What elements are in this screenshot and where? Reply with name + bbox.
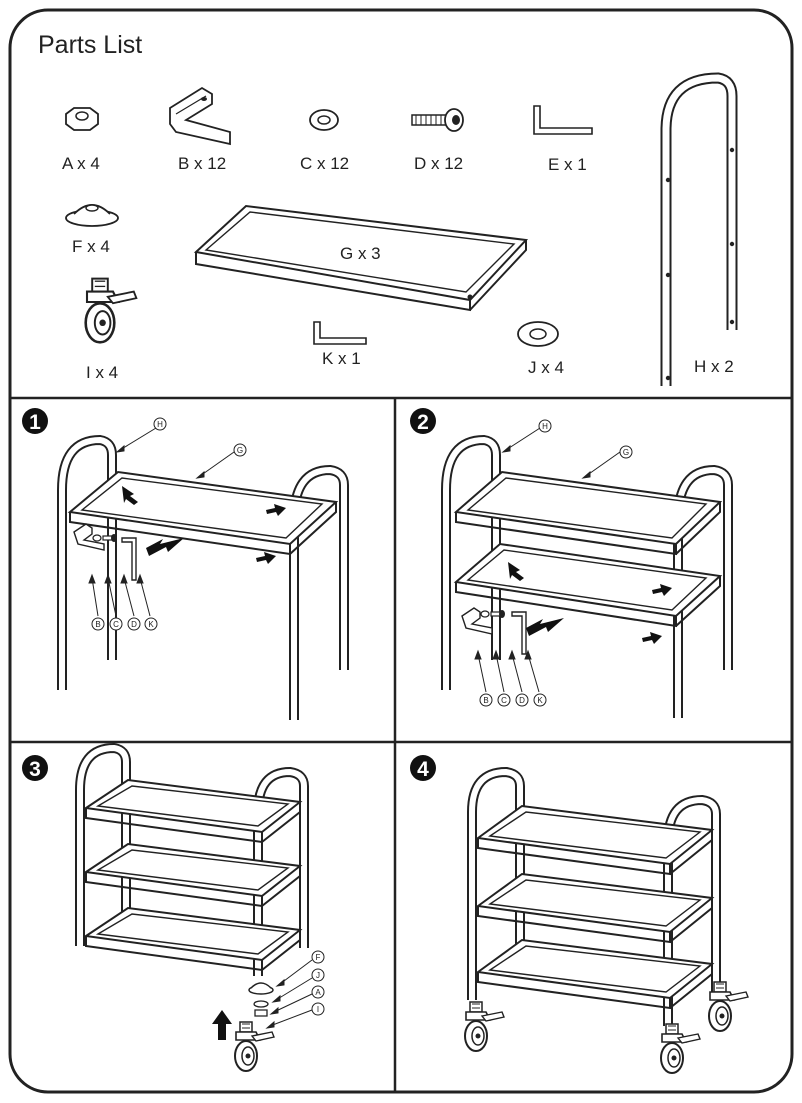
part-g-label: G x 3 [340,244,381,263]
part-c-label: C x 12 [300,154,349,173]
step-4-panel: 4 [410,755,749,1074]
step-4-number: 4 [417,758,429,781]
step-4-badge [410,755,436,781]
svg-text:I: I [317,1005,319,1014]
part-h-frame-icon [660,72,738,386]
step-3-cart-drawing [75,742,309,976]
part-k-hex-key-icon [313,321,367,345]
part-j-washer-icon [517,321,559,347]
step-2-callouts: H G B C D K [479,419,633,707]
part-e-label: E x 1 [548,155,587,174]
svg-text:C: C [113,620,119,629]
parts-list-title: Parts List [38,31,142,59]
svg-text:H: H [157,420,163,429]
part-e-hex-key-icon [533,105,593,135]
step-2-number: 2 [417,411,429,434]
step-2-panel: 2 [410,408,733,718]
step-1-frame-drawing [57,434,349,720]
svg-text:K: K [148,620,154,629]
step-1-badge [22,408,48,434]
step-3-panel: 3 [22,742,325,1072]
part-d-label: D x 12 [414,154,463,173]
step-2-badge [410,408,436,434]
step-3-up-arrow [212,1010,232,1040]
part-a-hex-nut-icon [65,107,99,131]
step-3-callouts: F J A I [311,950,325,1016]
svg-text:G: G [237,446,243,455]
part-c-washer-icon [309,109,339,131]
svg-text:A: A [315,988,321,997]
step-2-callout-lines [474,427,621,693]
step-1-callout-lines [88,427,235,617]
svg-text:D: D [131,620,137,629]
svg-text:C: C [501,696,507,705]
part-h-label: H x 2 [694,357,734,376]
step-1-callouts: H G B C D K [91,417,247,631]
svg-text:K: K [537,696,543,705]
part-b-bracket-icon [169,86,231,146]
svg-text:D: D [519,696,525,705]
svg-text:G: G [623,448,629,457]
part-d-bolt-icon [411,108,464,132]
step-4-cart-drawing [467,766,721,1026]
part-b-label: B x 12 [178,154,226,173]
step-3-callout-lines [265,959,313,1029]
svg-text:B: B [95,620,100,629]
svg-text:J: J [316,971,320,980]
step-1-panel: 1 [22,408,349,720]
step-1-number: 1 [29,411,41,434]
part-g-shelf-icon [193,204,529,312]
part-a-label: A x 4 [62,154,100,173]
svg-text:F: F [316,953,321,962]
step-1-arrows [122,486,286,564]
part-k-label: K x 1 [322,349,361,368]
part-i-label: I x 4 [86,363,118,382]
part-f-foot-cap-icon [65,204,119,227]
part-j-label: J x 4 [528,358,564,377]
step-2-frame-drawing [441,434,733,718]
step-3-badge [22,755,48,781]
step-3-number: 3 [29,758,41,781]
svg-text:B: B [483,696,488,705]
step-3-foot-assembly [248,982,274,1017]
step-2-arrows [508,562,672,644]
svg-text:H: H [542,422,548,431]
part-f-label: F x 4 [72,237,110,256]
